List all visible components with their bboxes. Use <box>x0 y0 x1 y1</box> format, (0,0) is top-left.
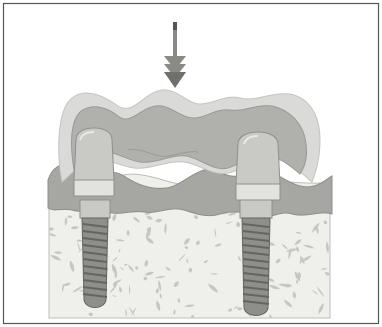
implant-right <box>240 200 272 316</box>
implant-left <box>80 200 110 308</box>
down-arrow-icon <box>164 22 186 88</box>
abutment-right <box>236 132 280 200</box>
abutment-left <box>74 128 114 196</box>
